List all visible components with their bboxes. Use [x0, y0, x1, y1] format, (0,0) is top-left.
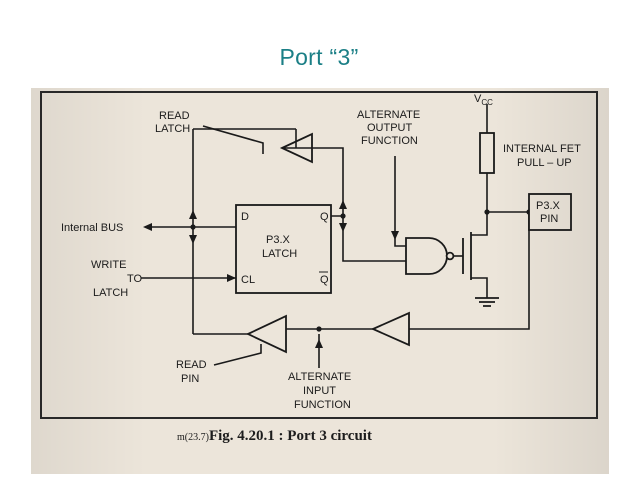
- internal-pullup-resistor: [479, 132, 495, 174]
- read-pin-control-wire: [213, 344, 262, 366]
- fet-label-2: PULL – UP: [517, 157, 572, 169]
- pin-label-2: PIN: [540, 213, 558, 225]
- bus-arrow-up: [189, 210, 197, 219]
- input-buffer: [370, 311, 410, 347]
- bus-arrow-down: [189, 235, 197, 244]
- write-latch-label-2: TO: [127, 273, 143, 285]
- fet-transistor: [462, 232, 472, 280]
- read-latch-control-wire: [202, 125, 264, 154]
- write-latch-label-1: WRITE: [91, 259, 126, 271]
- q-to-nand-wire: [342, 216, 406, 262]
- alt-output-wire: [394, 156, 406, 247]
- ground-symbol: [475, 297, 499, 307]
- alt-input-junction: [316, 326, 322, 332]
- alt-input-label-2: INPUT: [303, 385, 336, 397]
- internal-bus-arrowhead: [143, 223, 152, 231]
- read-latch-buffer: [279, 132, 313, 164]
- p3x-latch-block: [235, 204, 332, 294]
- p3x-pin-box: [528, 193, 572, 231]
- latch-name-label-2: LATCH: [262, 248, 297, 260]
- alt-output-label-1: ALTERNATE: [357, 109, 420, 121]
- q-arrow-up: [339, 200, 347, 209]
- bus-junction: [190, 224, 196, 230]
- nand-bubble: [445, 251, 455, 261]
- alt-input-arrow: [315, 339, 323, 348]
- pin-label-1: P3.X: [536, 200, 561, 212]
- alt-output-label-3: FUNCTION: [361, 135, 418, 147]
- latch-q-label: Q: [320, 211, 329, 223]
- alt-output-label-2: OUTPUT: [367, 122, 413, 134]
- internal-bus-label: Internal BUS: [61, 222, 123, 234]
- read-latch-label-2: LATCH: [155, 123, 190, 135]
- latch-d-label: D: [241, 211, 249, 223]
- latch-cl-label: CL: [241, 274, 255, 286]
- latch-qbar-label: Q: [320, 274, 329, 286]
- write-latch-arrow: [227, 274, 236, 282]
- circuit-photo: READ LATCH ALTERNATE OUTPUT FUNCTION VCC…: [31, 88, 609, 474]
- port3-circuit-diagram: READ LATCH ALTERNATE OUTPUT FUNCTION VCC…: [40, 91, 598, 444]
- figure-border: [40, 91, 598, 419]
- slide-title: Port “3”: [279, 44, 359, 70]
- alt-input-label-1: ALTERNATE: [288, 371, 351, 383]
- nand-gate: [405, 237, 448, 275]
- alt-output-arrow: [391, 231, 399, 240]
- write-latch-label-3: LATCH: [93, 287, 128, 299]
- drain-junction: [484, 209, 490, 215]
- source-to-ground-wire: [471, 277, 488, 298]
- read-latch-label-1: READ: [159, 110, 190, 122]
- figure-caption: m(23.7)Fig. 4.20.1 : Port 3 circuit: [177, 428, 372, 444]
- pin-feedback-wire: [409, 212, 530, 330]
- q-junction: [340, 213, 346, 219]
- read-pin-label-1: READ: [176, 359, 207, 371]
- q-arrow-down: [339, 223, 347, 232]
- read-pin-label-2: PIN: [181, 373, 199, 385]
- vcc-label: VCC: [474, 93, 493, 107]
- drain-wire: [471, 212, 488, 236]
- read-pin-buffer: [245, 314, 287, 354]
- alt-input-label-3: FUNCTION: [294, 399, 351, 411]
- fet-label-1: INTERNAL FET: [503, 143, 581, 155]
- latch-name-label-1: P3.X: [266, 234, 291, 246]
